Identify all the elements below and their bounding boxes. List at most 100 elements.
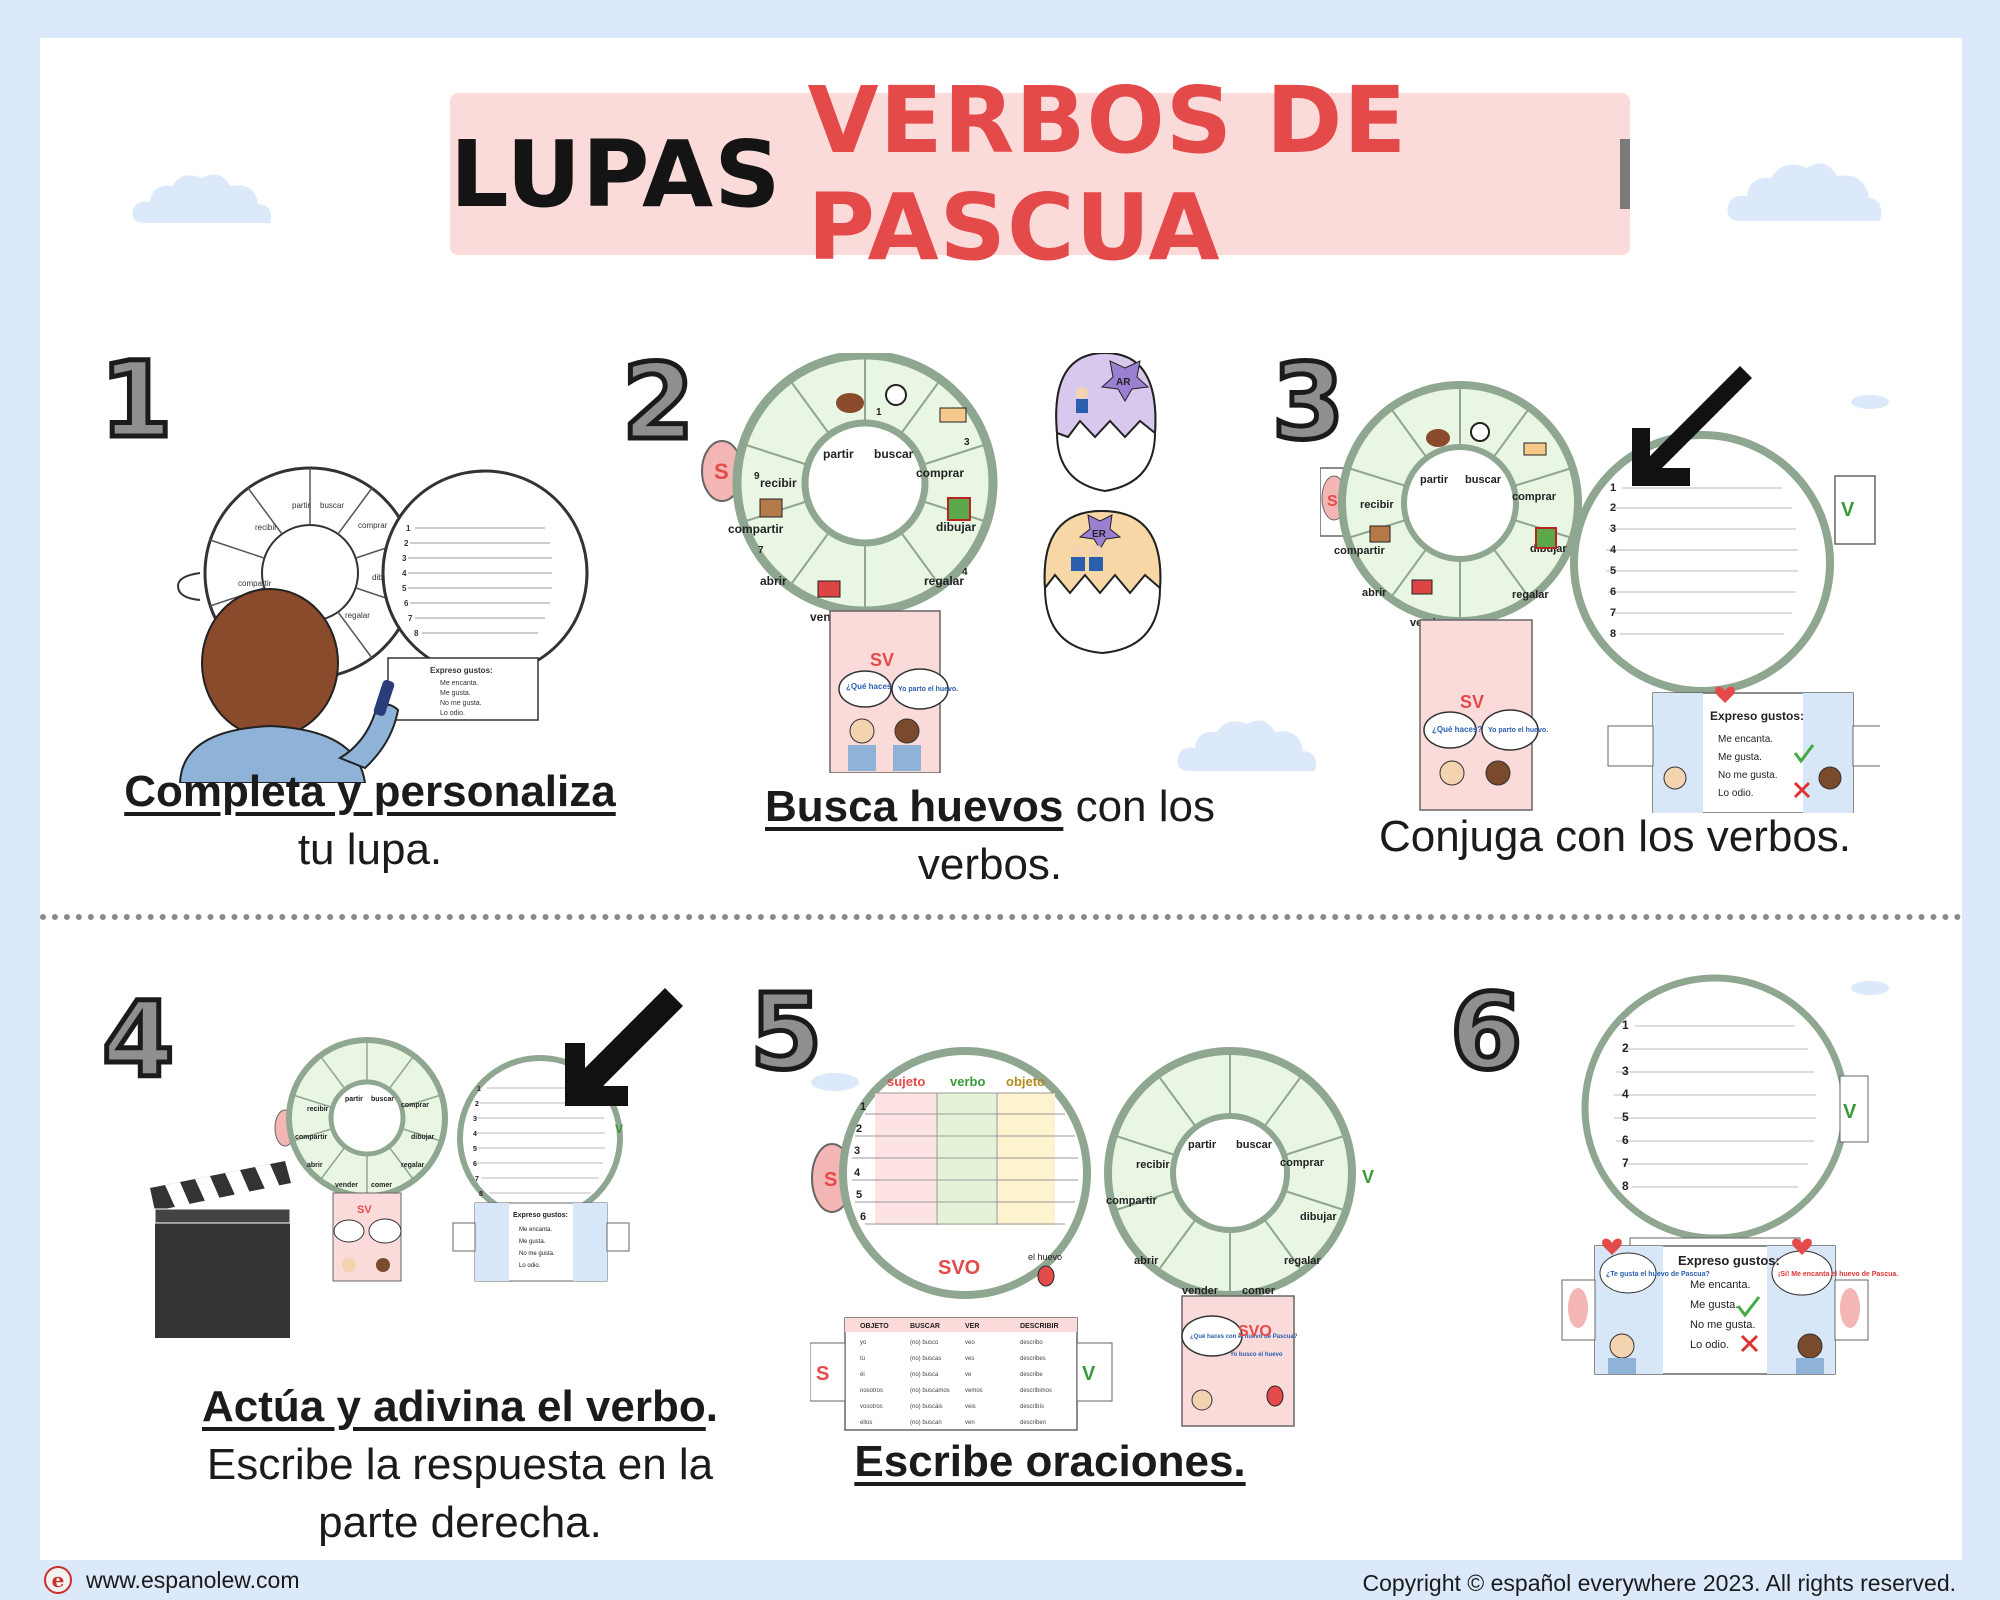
svg-text:V: V	[1841, 499, 1855, 521]
step-number-1: 1	[97, 339, 174, 461]
step4-illustration: partir buscar comprar dibujar regalar co…	[150, 988, 683, 1338]
svg-text:(no) buscáis: (no) buscáis	[910, 1404, 943, 1410]
svg-text:6: 6	[1610, 586, 1616, 598]
svg-text:S: S	[1327, 493, 1338, 510]
svg-text:verbo: verbo	[950, 1074, 985, 1089]
svg-text:buscar: buscar	[1236, 1139, 1273, 1151]
svg-text:ven: ven	[965, 1420, 975, 1426]
svg-text:4: 4	[1622, 1087, 1629, 1101]
svg-text:SV: SV	[357, 1204, 372, 1216]
svg-text:1: 1	[1610, 482, 1616, 494]
svg-text:objeto: objeto	[1006, 1074, 1045, 1089]
svg-text:vender: vender	[335, 1182, 358, 1189]
svg-text:S: S	[824, 1169, 837, 1191]
step2-caption-rest: con los verbos.	[917, 782, 1215, 889]
svg-text:AR: AR	[1116, 377, 1131, 388]
svg-text:vender: vender	[1182, 1285, 1219, 1297]
svg-text:Me gusta.: Me gusta.	[1690, 1299, 1738, 1311]
title-part1: LUPAS	[450, 120, 782, 228]
svg-text:ves: ves	[965, 1356, 974, 1362]
svg-text:comer: comer	[371, 1182, 392, 1189]
step2-caption-bold: Busca huevos	[765, 782, 1064, 831]
step1-caption-rest: tu lupa.	[297, 825, 443, 874]
svg-text:(no) busco: (no) busco	[910, 1340, 939, 1346]
svg-text:Yo parto el huevo.: Yo parto el huevo.	[898, 686, 958, 693]
cloud-icon	[1177, 720, 1317, 771]
svg-text:recibir: recibir	[255, 523, 277, 532]
svg-text:Lo odio.: Lo odio.	[519, 1263, 541, 1269]
cloud-icon	[1727, 163, 1882, 221]
svg-text:Lo odio.: Lo odio.	[1718, 788, 1754, 799]
svg-text:SVO: SVO	[938, 1257, 980, 1279]
svg-text:Me gusta.: Me gusta.	[440, 690, 471, 697]
svg-text:1: 1	[876, 407, 882, 418]
svg-text:describes: describes	[1020, 1356, 1046, 1362]
svg-text:4: 4	[962, 567, 968, 578]
svg-text:3: 3	[473, 1116, 477, 1123]
svg-text:partir: partir	[345, 1096, 363, 1103]
svg-text:él: él	[860, 1372, 865, 1378]
svg-text:tú: tú	[860, 1356, 865, 1362]
svg-text:regalar: regalar	[401, 1162, 425, 1169]
svg-text:recibir: recibir	[1136, 1159, 1170, 1171]
svg-text:compartir: compartir	[1106, 1195, 1157, 1207]
svg-text:vemos: vemos	[965, 1388, 983, 1394]
svg-text:6: 6	[1622, 1133, 1629, 1147]
svg-text:VER: VER	[965, 1323, 979, 1330]
svg-text:veo: veo	[965, 1340, 975, 1346]
svg-text:V: V	[1843, 1101, 1857, 1123]
svg-text:3: 3	[1622, 1064, 1629, 1078]
svg-text:Lo odio.: Lo odio.	[440, 710, 465, 717]
svg-text:ellos: ellos	[860, 1420, 872, 1426]
step4-caption-punct: .	[705, 1382, 718, 1431]
svg-text:¡Sí! Me encanta el huevo de Pa: ¡Sí! Me encanta el huevo de Pascua.	[1778, 1271, 1898, 1278]
svg-text:abrir: abrir	[307, 1162, 323, 1169]
svg-text:partir: partir	[1188, 1139, 1217, 1151]
title-banner: LUPAS VERBOS DE PASCUA	[450, 67, 1630, 281]
step3-caption: Conjuga con los verbos.	[1330, 808, 1900, 866]
svg-text:8: 8	[1610, 628, 1616, 640]
svg-text:5: 5	[1622, 1110, 1629, 1124]
svg-text:3: 3	[402, 554, 407, 563]
worksheet: LUPAS VERBOS DE PASCUA 1 2 3 4 5 6	[40, 38, 1962, 1560]
svg-text:SV: SV	[870, 650, 894, 670]
svg-text:el huevo: el huevo	[1028, 1252, 1062, 1262]
svg-text:7: 7	[475, 1176, 479, 1183]
svg-text:5: 5	[402, 584, 407, 593]
svg-text:6: 6	[473, 1161, 477, 1168]
svg-text:buscar: buscar	[874, 447, 914, 461]
step5-caption-bold: Escribe oraciones.	[854, 1437, 1246, 1486]
svg-text:comprar: comprar	[1512, 491, 1557, 503]
svg-text:8: 8	[479, 1191, 483, 1198]
footer-copyright: Copyright © español everywhere 2023. All…	[1362, 1570, 1956, 1596]
svg-text:comprar: comprar	[358, 521, 388, 530]
svg-text:2: 2	[475, 1101, 479, 1108]
svg-text:Expreso gustos:: Expreso gustos:	[430, 666, 493, 675]
svg-text:ER: ER	[1092, 529, 1107, 540]
step-number-4: 4	[99, 979, 176, 1101]
step-number-5: 5	[747, 971, 824, 1093]
svg-text:No me gusta.: No me gusta.	[1718, 770, 1777, 781]
svg-text:1: 1	[860, 1101, 866, 1113]
svg-text:buscar: buscar	[1465, 474, 1502, 486]
svg-text:nosotros: nosotros	[860, 1388, 883, 1394]
step4-caption: Actúa y adivina el verbo. Escribe la res…	[160, 1378, 760, 1552]
svg-text:2: 2	[1610, 502, 1616, 514]
svg-text:veis: veis	[965, 1404, 976, 1410]
svg-text:5: 5	[856, 1189, 862, 1201]
step6-illustration: 12 34 56 78 V ¿Te gusta el huevo de Pasc…	[1561, 974, 1898, 1375]
step-number-3: 3	[1269, 341, 1346, 463]
svg-text:dibujar: dibujar	[936, 520, 976, 534]
svg-text:Yo busco el huevo: Yo busco el huevo	[1230, 1352, 1283, 1358]
svg-text:4: 4	[402, 569, 407, 578]
svg-text:8: 8	[414, 629, 419, 638]
svg-text:partir: partir	[1420, 474, 1449, 486]
svg-text:buscar: buscar	[320, 501, 344, 510]
svg-text:compartir: compartir	[295, 1134, 328, 1141]
website-link[interactable]: www.espanolew.com	[86, 1566, 300, 1593]
step5-illustration: S sujeto verbo objeto 12 34 56 SVO el hu…	[810, 1047, 1374, 1431]
svg-text:V: V	[1362, 1167, 1374, 1187]
svg-text:¿Qué haces?: ¿Qué haces?	[1432, 725, 1482, 734]
svg-text:compartir: compartir	[238, 579, 272, 588]
svg-text:No me gusta.: No me gusta.	[1690, 1319, 1755, 1331]
